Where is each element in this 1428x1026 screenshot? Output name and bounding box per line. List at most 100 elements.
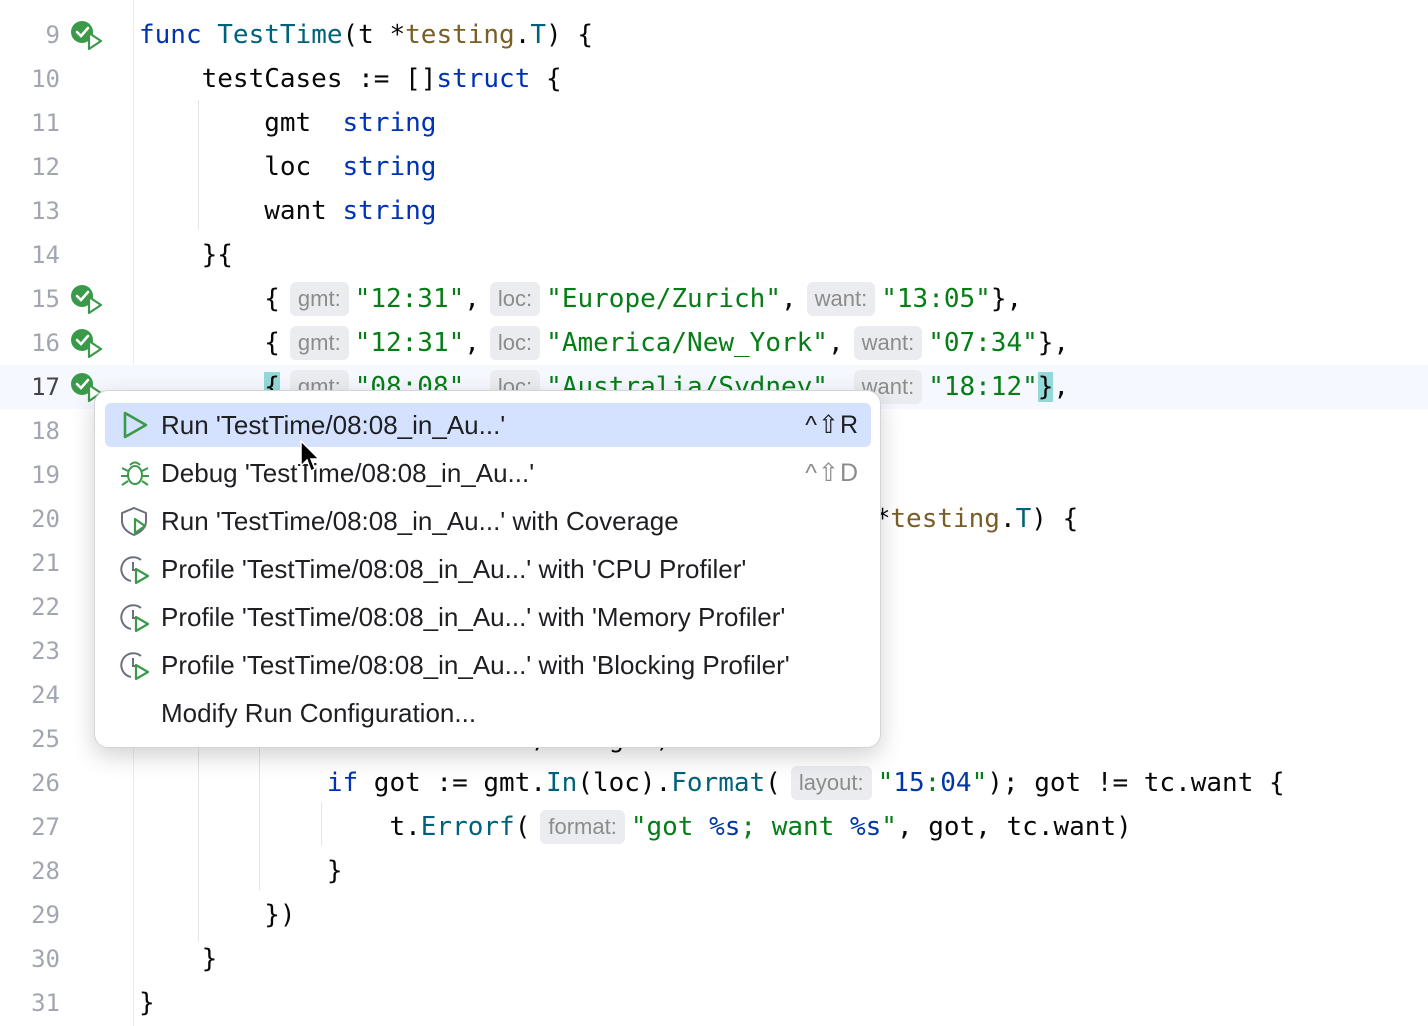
line-number[interactable]: 10 [31, 65, 60, 93]
run-test-gutter-icon[interactable] [69, 328, 103, 359]
line-number[interactable]: 23 [31, 637, 60, 665]
line-number[interactable]: 9 [45, 21, 60, 49]
line-number[interactable]: 27 [31, 813, 60, 841]
code-token: In [546, 768, 578, 798]
code-text: {gmt:"12:31",loc:"Europe/Zurich",want:"1… [139, 277, 1022, 321]
modify-run-configuration-item[interactable]: Modify Run Configuration... [105, 691, 871, 735]
line-number[interactable]: 22 [31, 593, 60, 621]
code-token: "America/New_York" [546, 328, 828, 358]
code-text: gmt string [139, 101, 436, 145]
line-number[interactable]: 26 [31, 769, 60, 797]
line-number[interactable]: 12 [31, 153, 60, 181]
code-line[interactable]: 27 t.Errorf(format:"got %s; want %s", go… [0, 805, 1428, 849]
code-token: 04 [940, 768, 972, 798]
code-token: { [139, 284, 280, 314]
code-token: "got [630, 812, 710, 842]
line-number[interactable]: 16 [31, 329, 60, 357]
line-number[interactable]: 15 [31, 285, 60, 313]
run-test-gutter-icon[interactable] [69, 20, 103, 51]
line-number[interactable]: 17 [31, 373, 60, 401]
code-line[interactable]: 12 loc string [0, 145, 1428, 189]
code-line[interactable]: 15 {gmt:"12:31",loc:"Europe/Zurich",want… [0, 277, 1428, 321]
code-token: TestTime [217, 20, 343, 50]
line-number[interactable]: 11 [31, 109, 60, 137]
code-token: ; want [740, 812, 850, 842]
line-number[interactable]: 30 [31, 945, 60, 973]
code-token: "07:34" [928, 328, 1038, 358]
menu-item-label: Profile 'TestTime/08:08_in_Au...' with '… [161, 650, 790, 680]
code-line[interactable]: 14 }{ [0, 233, 1428, 277]
code-text: testCases := []struct { [139, 57, 562, 101]
code-line[interactable]: 9 func TestTime(t *testing.T) { [0, 13, 1428, 57]
code-line[interactable]: 24 [0, 673, 1428, 717]
run-test-gutter-icon[interactable] [69, 284, 103, 315]
code-text: func TestTime(t *testing.T) { [139, 13, 593, 57]
line-number[interactable]: 24 [31, 681, 60, 709]
code-token: struct [436, 64, 531, 94]
code-token: " [971, 768, 988, 798]
code-token: %s [709, 812, 741, 842]
code-token: string [342, 196, 437, 226]
run-icon [119, 410, 151, 440]
code-token: %s [849, 812, 882, 842]
line-number[interactable]: 25 [31, 725, 60, 753]
code-token: , [780, 284, 797, 314]
cpu-profiler-item[interactable]: Profile 'TestTime/08:08_in_Au...' with '… [105, 547, 871, 591]
code-line[interactable]: 16 {gmt:"12:31",loc:"America/New_York",w… [0, 321, 1428, 365]
line-number[interactable]: 28 [31, 857, 60, 885]
debug-item[interactable]: Debug 'TestTime/08:08_in_Au...'^⇧D [105, 451, 871, 495]
run-item[interactable]: Run 'TestTime/08:08_in_Au...' ^⇧R [105, 403, 871, 447]
code-line[interactable]: 10 testCases := []struct { [0, 57, 1428, 101]
line-number[interactable]: 29 [31, 901, 60, 929]
code-token: 15 [893, 768, 925, 798]
coverage-item[interactable]: Run 'TestTime/08:08_in_Au...' with Cover… [105, 499, 871, 543]
menu-item-label: Run 'TestTime/08:08_in_Au...' [161, 410, 506, 440]
code-token: { [139, 328, 280, 358]
shortcut-hint: ^⇧D [805, 459, 859, 487]
code-text: loc string [139, 145, 436, 189]
menu-item-label: Profile 'TestTime/08:08_in_Au...' with '… [161, 602, 786, 632]
line-number[interactable]: 18 [31, 417, 60, 445]
code-token: T [530, 20, 547, 50]
code-line[interactable]: 11 gmt string [0, 101, 1428, 145]
code-token: , got, tc.want) [896, 812, 1132, 842]
blocking-profiler-item[interactable]: Profile 'TestTime/08:08_in_Au...' with '… [105, 643, 871, 687]
code-token: , [827, 328, 844, 358]
line-number[interactable]: 13 [31, 197, 60, 225]
code-token: testCases := [] [139, 64, 437, 94]
line-number[interactable]: 21 [31, 549, 60, 577]
code-line[interactable]: 22 [0, 585, 1428, 629]
code-token: : [924, 768, 941, 798]
code-line[interactable]: 28 } [0, 849, 1428, 893]
line-number[interactable]: 20 [31, 505, 60, 533]
code-token: got := gmt. [358, 768, 546, 798]
profiler-icon [119, 602, 151, 633]
code-line[interactable]: 18 [0, 409, 1428, 453]
parameter-hint: layout: [790, 766, 872, 800]
line-number[interactable]: 14 [31, 241, 60, 269]
code-token: testing [405, 20, 515, 50]
code-token: }, [1037, 328, 1070, 358]
code-text: }) [139, 893, 295, 937]
profiler-icon [119, 554, 151, 585]
run-test-gutter-icon[interactable] [69, 372, 103, 403]
code-token: Errorf [420, 812, 515, 842]
code-token: ) { [546, 20, 593, 50]
code-line[interactable]: 31} [0, 981, 1428, 1025]
memory-profiler-item[interactable]: Profile 'TestTime/08:08_in_Au...' with '… [105, 595, 871, 639]
code-token: } [139, 856, 343, 886]
line-number[interactable]: 19 [31, 461, 60, 489]
code-token: } [139, 988, 155, 1018]
code-token: ) { [1031, 504, 1079, 534]
line-number[interactable]: 31 [31, 989, 60, 1017]
code-line[interactable]: 29 }) [0, 893, 1428, 937]
code-line[interactable]: 19 [0, 453, 1428, 497]
code-line[interactable]: 26 if got := gmt.In(loc).Format(layout:"… [0, 761, 1428, 805]
code-token: ); got != tc.want { [987, 768, 1285, 798]
code-line[interactable]: 13 want string [0, 189, 1428, 233]
code-token: " [877, 768, 894, 798]
code-token: gmt [139, 108, 343, 138]
code-line[interactable]: 30 } [0, 937, 1428, 981]
shortcut-hint: ^⇧R [805, 411, 859, 439]
code-token: string [342, 108, 437, 138]
